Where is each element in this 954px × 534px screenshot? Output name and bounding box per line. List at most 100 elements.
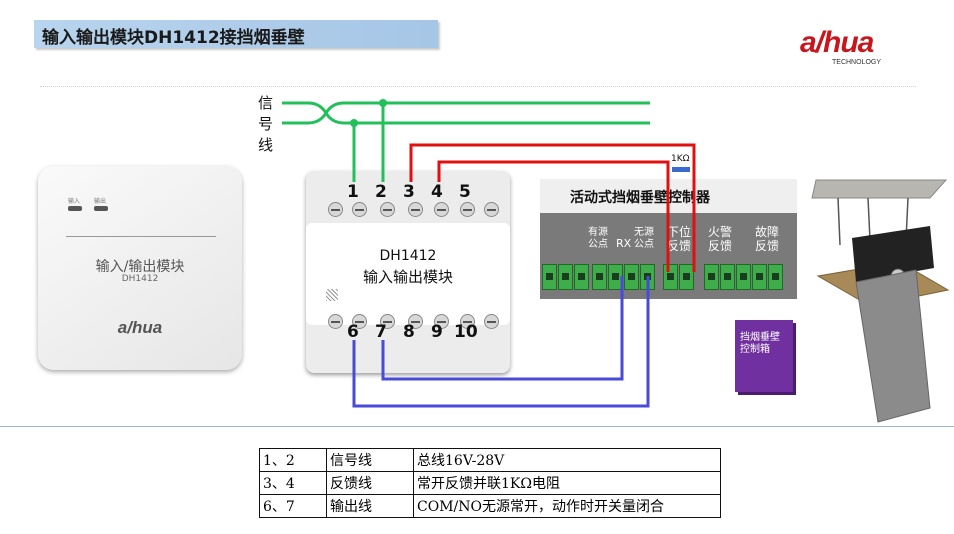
label-fire-feedback: 火警 反馈 bbox=[708, 225, 732, 253]
qr-code-icon bbox=[326, 289, 338, 301]
resistor-label: 1KΩ bbox=[671, 154, 690, 164]
control-box-label-line2: 控制箱 bbox=[740, 344, 770, 355]
logo-subtext: TECHNOLOGY bbox=[832, 59, 882, 66]
terminal-icon bbox=[736, 264, 751, 290]
label-line: 反馈 bbox=[708, 239, 733, 253]
led-output bbox=[94, 206, 108, 211]
label-passive-common: 无源 公点 bbox=[634, 227, 654, 251]
motor-box bbox=[852, 226, 934, 282]
table-cell-desc: 总线16V-28V bbox=[413, 448, 721, 472]
terminal-3: 3 bbox=[403, 182, 415, 202]
terminal-10: 10 bbox=[454, 322, 478, 342]
curtain-panel bbox=[855, 269, 931, 423]
terminal-icon bbox=[752, 264, 767, 290]
wiring-table: 1、2 信号线 总线16V-28V 3、4 反馈线 常开反馈并联1KΩ电阻 6、… bbox=[259, 448, 721, 518]
table-row: 1、2 信号线 总线16V-28V bbox=[259, 448, 721, 472]
smoke-curtain-illustration bbox=[811, 179, 950, 423]
module-model: DH1412 bbox=[121, 274, 159, 284]
module-divider bbox=[66, 236, 216, 237]
ceiling-panel bbox=[816, 261, 950, 307]
label-line: 反馈 bbox=[667, 239, 692, 253]
table-row: 6、7 输出线 COM/NO无源常开，动作时开关量闭合 bbox=[259, 494, 721, 518]
label-line: 下位 bbox=[667, 225, 692, 239]
screw-icon bbox=[484, 314, 499, 329]
junction-dot bbox=[350, 119, 358, 127]
terminal-icon bbox=[624, 264, 639, 290]
terminal-2: 2 bbox=[375, 182, 387, 202]
module-name: 输入/输出模块 bbox=[95, 259, 185, 275]
screw-icon bbox=[434, 202, 449, 217]
terminal-1: 1 bbox=[347, 182, 359, 202]
control-box-label: 挡烟垂壁 控制箱 bbox=[740, 332, 780, 356]
signal-label-char-3: 线 bbox=[258, 136, 274, 154]
terminal-5: 5 bbox=[459, 182, 471, 202]
controller-title: 活动式挡烟垂壁控制器 bbox=[570, 190, 710, 206]
label-line: 故障 bbox=[755, 225, 780, 239]
table-cell-terminals: 6、7 bbox=[259, 494, 327, 518]
screw-icon bbox=[328, 202, 343, 217]
brand-logo: a/hua TECHNOLOGY bbox=[800, 26, 920, 72]
screw-icon bbox=[352, 202, 367, 217]
label-line: 有源 bbox=[588, 227, 608, 238]
divider-dotted bbox=[40, 86, 916, 87]
table-cell-terminals: 1、2 bbox=[259, 448, 327, 472]
rx-label: RX bbox=[616, 237, 632, 250]
smoke-curtain-control-box: 挡烟垂壁 控制箱 bbox=[735, 320, 793, 392]
screw-icon bbox=[380, 202, 395, 217]
signal-label-char-1: 信 bbox=[258, 94, 274, 112]
signal-wire-b bbox=[282, 101, 650, 125]
terminal-7: 7 bbox=[375, 322, 387, 342]
terminal-icon bbox=[558, 264, 573, 290]
table-cell-terminals: 3、4 bbox=[259, 471, 327, 495]
label-active-common: 有源 公点 bbox=[588, 227, 608, 251]
label-line: 火警 bbox=[708, 225, 733, 239]
hanger-rod bbox=[837, 197, 841, 246]
junction-dot bbox=[379, 99, 387, 107]
terminal-icon bbox=[608, 264, 623, 290]
signal-wire-a bbox=[282, 101, 650, 125]
table-cell-desc: 常开反馈并联1KΩ电阻 bbox=[413, 471, 721, 495]
terminal-block-name: 输入输出模块 bbox=[362, 268, 453, 286]
label-line: 公点 bbox=[588, 239, 608, 250]
terminal-4: 4 bbox=[431, 182, 443, 202]
led-label-output: 输出 bbox=[94, 198, 107, 205]
resistor-icon bbox=[672, 167, 690, 172]
terminal-icon bbox=[592, 264, 607, 290]
screw-icon bbox=[408, 202, 423, 217]
hanger-rod bbox=[867, 197, 871, 241]
table-cell-name: 输出线 bbox=[326, 494, 414, 518]
terminal-icon bbox=[704, 264, 719, 290]
terminal-6: 6 bbox=[347, 322, 359, 342]
module-logo: a/hua bbox=[117, 318, 163, 337]
terminal-block: 1 2 3 4 5 6 7 8 9 10 DH1412 输入输出模块 bbox=[306, 171, 510, 373]
hanger-rod bbox=[905, 197, 909, 241]
terminal-icon bbox=[663, 264, 678, 290]
screw-icon bbox=[328, 314, 343, 329]
page-title: 输入输出模块DH1412接挡烟垂壁 bbox=[42, 28, 305, 48]
ceiling-slab bbox=[811, 179, 948, 199]
table-cell-name: 反馈线 bbox=[326, 471, 414, 495]
screw-icon bbox=[484, 202, 499, 217]
terminal-icon bbox=[640, 264, 655, 290]
title-bar: 输入输出模块DH1412接挡烟垂壁 bbox=[34, 20, 438, 48]
smoke-curtain-controller: 活动式挡烟垂壁控制器 有源 公点 RX 无源 公点 下位 反馈 火警 反馈 故障… bbox=[540, 179, 797, 299]
divider-line bbox=[0, 426, 954, 427]
table-row: 3、4 反馈线 常开反馈并联1KΩ电阻 bbox=[259, 471, 721, 495]
signal-label-char-2: 号 bbox=[258, 115, 274, 133]
terminal-8: 8 bbox=[403, 322, 415, 342]
terminal-icon bbox=[574, 264, 589, 290]
label-line: 无源 bbox=[634, 227, 654, 238]
table-cell-desc: COM/NO无源常开，动作时开关量闭合 bbox=[413, 494, 721, 518]
label-line: 反馈 bbox=[755, 239, 780, 253]
led-input bbox=[68, 206, 82, 211]
label-line: 公点 bbox=[634, 239, 654, 250]
label-fault-feedback: 故障 反馈 bbox=[755, 225, 779, 253]
terminal-icon bbox=[720, 264, 735, 290]
terminal-9: 9 bbox=[431, 322, 443, 342]
motor-icon bbox=[890, 268, 906, 284]
screw-icon bbox=[460, 202, 475, 217]
logo-text: a/hua bbox=[800, 26, 874, 59]
terminal-icon bbox=[679, 264, 694, 290]
module-product-image: 输入 输出 输入/输出模块 DH1412 a/hua bbox=[38, 166, 242, 370]
terminal-icon bbox=[768, 264, 783, 290]
